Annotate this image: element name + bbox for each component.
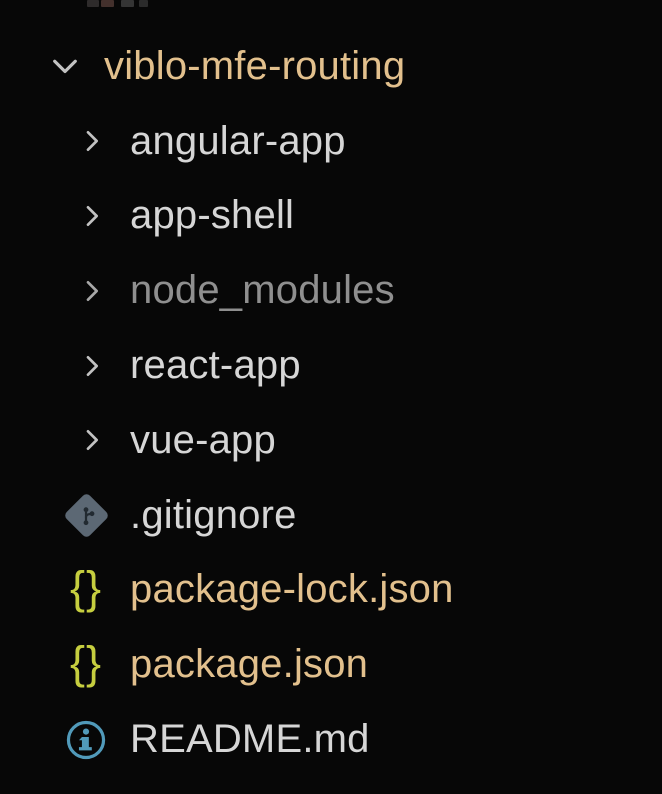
tree-item-gitignore[interactable]: .gitignore xyxy=(0,478,662,553)
tree-item-angular-app[interactable]: angular-app xyxy=(0,104,662,179)
tree-item-vue-app[interactable]: vue-app xyxy=(0,403,662,478)
twistie[interactable] xyxy=(74,275,110,307)
chevron-right-icon xyxy=(86,131,98,152)
tree-item-label: .gitignore xyxy=(130,492,297,537)
file-icon-slot: {} xyxy=(58,562,114,614)
clipped-row-fragment xyxy=(139,0,148,7)
file-tree: viblo-mfe-routing angular-app app-shell xyxy=(0,29,662,777)
tree-item-viblo-mfe-routing[interactable]: viblo-mfe-routing xyxy=(0,29,662,104)
twistie[interactable] xyxy=(74,125,110,157)
tree-item-label: vue-app xyxy=(130,417,276,462)
twistie[interactable] xyxy=(74,424,110,456)
twistie[interactable] xyxy=(74,350,110,382)
file-icon-slot xyxy=(58,719,114,761)
tree-item-react-app[interactable]: react-app xyxy=(0,328,662,403)
file-icon-slot xyxy=(58,491,114,539)
twistie[interactable] xyxy=(42,47,88,85)
tree-item-package-json[interactable]: {} package.json xyxy=(0,627,662,702)
tree-item-label: app-shell xyxy=(130,193,295,238)
git-icon xyxy=(62,491,110,539)
json-icon: {} xyxy=(69,562,103,614)
tree-item-label: react-app xyxy=(130,343,301,388)
clipped-row-fragment xyxy=(101,0,114,7)
tree-item-label: node_modules xyxy=(130,268,395,313)
chevron-right-icon xyxy=(86,430,98,451)
tree-item-label: viblo-mfe-routing xyxy=(104,43,406,88)
tree-item-label: package-lock.json xyxy=(130,567,454,612)
tree-item-node-modules[interactable]: node_modules xyxy=(0,253,662,328)
tree-item-label: README.md xyxy=(130,717,370,762)
tree-item-label: package.json xyxy=(130,642,369,687)
twistie[interactable] xyxy=(74,200,110,232)
chevron-right-icon xyxy=(86,280,98,301)
info-icon xyxy=(66,720,106,759)
chevron-down-icon xyxy=(53,60,77,74)
json-icon: {} xyxy=(69,637,103,689)
clipped-row-fragment xyxy=(121,0,134,7)
tree-item-app-shell[interactable]: app-shell xyxy=(0,179,662,254)
tree-item-label: angular-app xyxy=(130,118,346,163)
tree-item-package-lock-json[interactable]: {} package-lock.json xyxy=(0,553,662,628)
tree-item-readme-md[interactable]: README.md xyxy=(0,702,662,777)
chevron-right-icon xyxy=(86,205,98,226)
file-icon-slot: {} xyxy=(58,637,114,689)
chevron-right-icon xyxy=(86,355,98,376)
clipped-row-fragment xyxy=(87,0,99,7)
